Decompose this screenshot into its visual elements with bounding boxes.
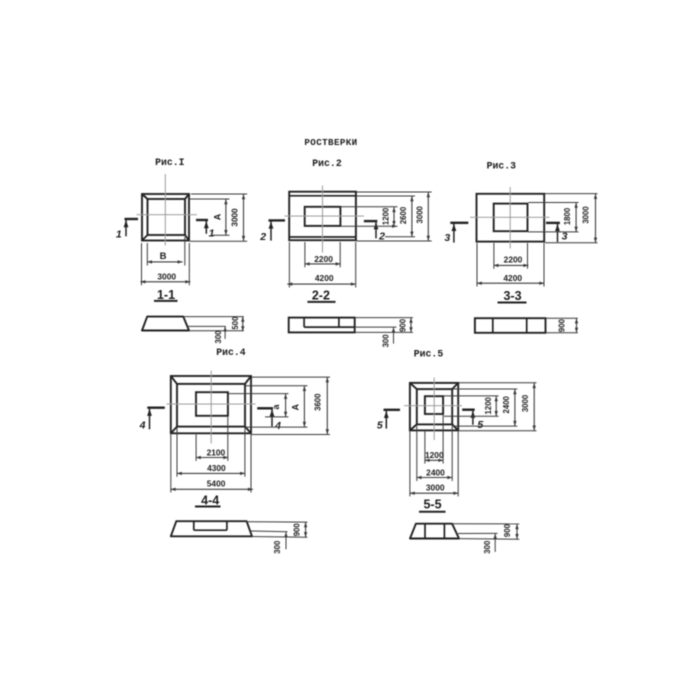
svg-text:2400: 2400 <box>502 395 511 413</box>
svg-text:2: 2 <box>378 231 385 243</box>
svg-text:Рис.4: Рис.4 <box>216 347 246 358</box>
svg-text:900: 900 <box>558 318 567 332</box>
svg-text:5: 5 <box>477 419 483 431</box>
svg-text:3000: 3000 <box>157 271 176 281</box>
svg-text:5: 5 <box>377 419 383 431</box>
svg-text:900: 900 <box>503 523 512 537</box>
svg-text:3-3: 3-3 <box>503 289 521 303</box>
svg-text:2-2: 2-2 <box>312 289 330 303</box>
svg-text:300: 300 <box>382 334 391 348</box>
svg-text:300: 300 <box>214 330 223 344</box>
svg-text:РОСТВЕРКИ: РОСТВЕРКИ <box>304 137 357 148</box>
svg-text:300: 300 <box>483 540 492 554</box>
svg-text:900: 900 <box>399 318 408 332</box>
svg-text:2: 2 <box>259 231 266 243</box>
svg-text:1200: 1200 <box>382 207 391 225</box>
svg-text:1200: 1200 <box>484 396 493 414</box>
svg-text:3: 3 <box>562 231 568 243</box>
svg-text:1: 1 <box>209 228 215 240</box>
svg-text:1800: 1800 <box>563 207 572 225</box>
svg-text:2200: 2200 <box>504 255 523 265</box>
svg-text:3000: 3000 <box>582 206 591 224</box>
svg-text:а: а <box>271 404 281 410</box>
svg-text:Рис.5: Рис.5 <box>414 349 444 360</box>
svg-text:1200: 1200 <box>425 450 444 460</box>
svg-text:5-5: 5-5 <box>423 498 441 512</box>
svg-text:Рис.2: Рис.2 <box>312 158 342 169</box>
svg-text:3000: 3000 <box>415 205 424 223</box>
svg-text:А: А <box>291 403 301 410</box>
svg-text:Рис.3: Рис.3 <box>487 161 517 172</box>
svg-text:3000: 3000 <box>231 208 240 227</box>
svg-text:1: 1 <box>116 229 122 241</box>
svg-text:500: 500 <box>231 316 240 330</box>
svg-text:4200: 4200 <box>503 273 522 283</box>
svg-text:2100: 2100 <box>207 448 226 458</box>
svg-text:4-4: 4-4 <box>201 494 219 508</box>
svg-text:4: 4 <box>139 420 146 432</box>
svg-text:4: 4 <box>274 420 281 432</box>
svg-text:3: 3 <box>444 232 450 244</box>
svg-text:4200: 4200 <box>315 273 334 283</box>
svg-text:В: В <box>160 251 167 262</box>
svg-text:2600: 2600 <box>399 206 408 224</box>
svg-text:1-1: 1-1 <box>157 288 175 302</box>
svg-text:300: 300 <box>273 540 282 554</box>
svg-text:3600: 3600 <box>313 393 322 411</box>
svg-text:2400: 2400 <box>426 467 445 477</box>
svg-text:5400: 5400 <box>207 479 226 489</box>
svg-text:2200: 2200 <box>314 254 333 264</box>
svg-text:3000: 3000 <box>426 483 445 493</box>
svg-text:А: А <box>213 213 223 220</box>
svg-text:Рис.I: Рис.I <box>155 157 185 168</box>
svg-text:900: 900 <box>293 523 302 537</box>
svg-text:4300: 4300 <box>207 463 226 473</box>
svg-text:3000: 3000 <box>521 394 530 412</box>
